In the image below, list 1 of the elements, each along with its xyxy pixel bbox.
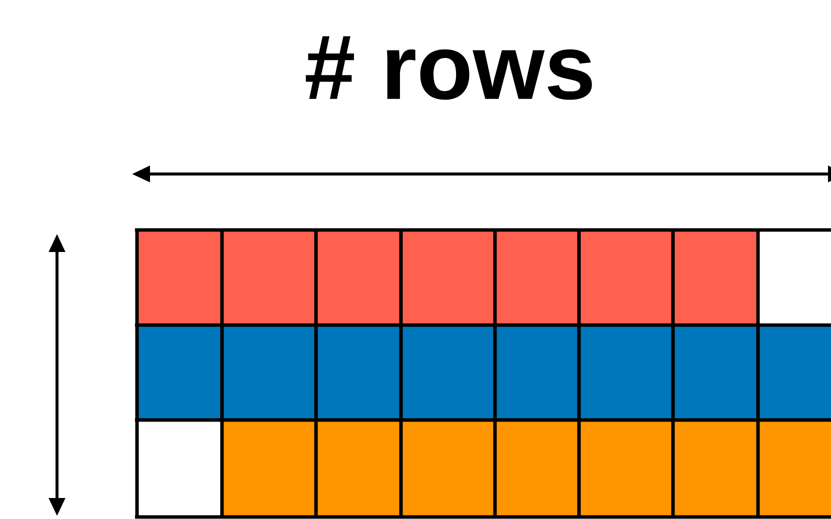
title: # rows xyxy=(306,36,592,100)
